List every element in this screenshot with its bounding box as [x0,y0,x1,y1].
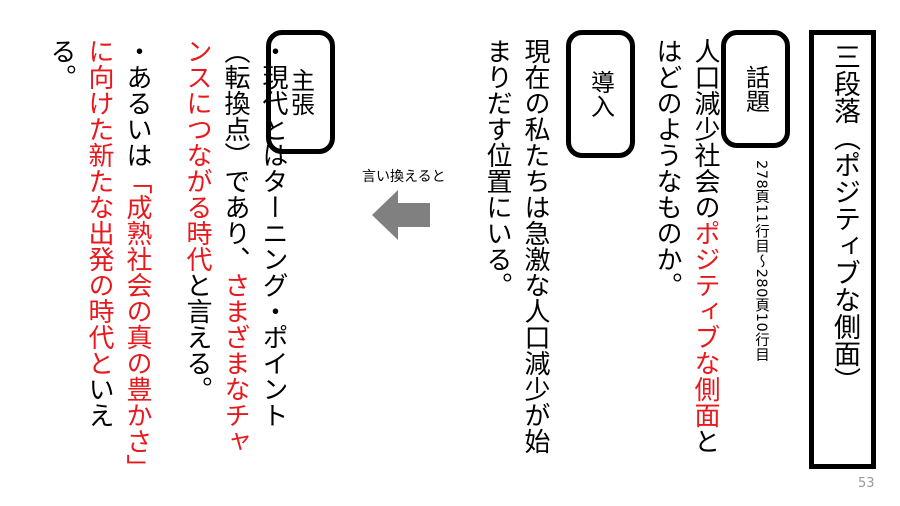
bullet1-after: と言える。 [182,272,212,402]
bullet2-after: いえる。 [46,38,114,428]
intro-text: 現在の私たちは急激な人口減少が始まりだす位置にいる。 [482,38,550,454]
intro-tag-label: 導入 [586,70,615,118]
bullet2-highlight: 「成熟社会の真の豊かさ」に向けた新たな出発の時代と [84,38,152,467]
claim-tag: 主張 [266,30,335,154]
arrow-caption: 言い換えると [362,169,446,185]
claim-tag-label: 主張 [286,68,315,116]
bullet1-highlight: さまざまなチャンスにつながる時代 [182,38,250,454]
topic-highlight: ポジティブな側面 [690,220,720,428]
topic-text: 人口減少社会のポジティブな側面とはどのようなものか。 [648,38,724,468]
title-box: 三段落（ポジティブな側面） [809,30,876,469]
topic-text-after: とはどのようなものか。 [652,38,720,454]
intro-tag: 導入 [566,30,635,158]
slide-title: 三段落（ポジティブな側面） [829,43,860,394]
claim-bullet-2: ・あるいは「成熟社会の真の豊かさ」に向けた新たな出発の時代といえる。 [42,38,156,478]
page-reference: 278頁11行目〜280頁10行目 [753,160,769,363]
bullet1-before: ・現代とはターニング・ポイント（転換点）であり、 [220,38,288,428]
bullet2-before: ・あるいは [122,38,152,168]
claim-bullet-1: ・現代とはターニング・ポイント（転換点）であり、さまざまなチャンスにつながる時代… [178,38,292,478]
topic-tag-label: 話題 [741,65,770,113]
page-number: 53 [858,476,875,491]
topic-tag: 話題 [721,30,790,148]
arrow-left-icon [372,190,438,240]
topic-text-before: 人口減少社会の [690,38,720,220]
